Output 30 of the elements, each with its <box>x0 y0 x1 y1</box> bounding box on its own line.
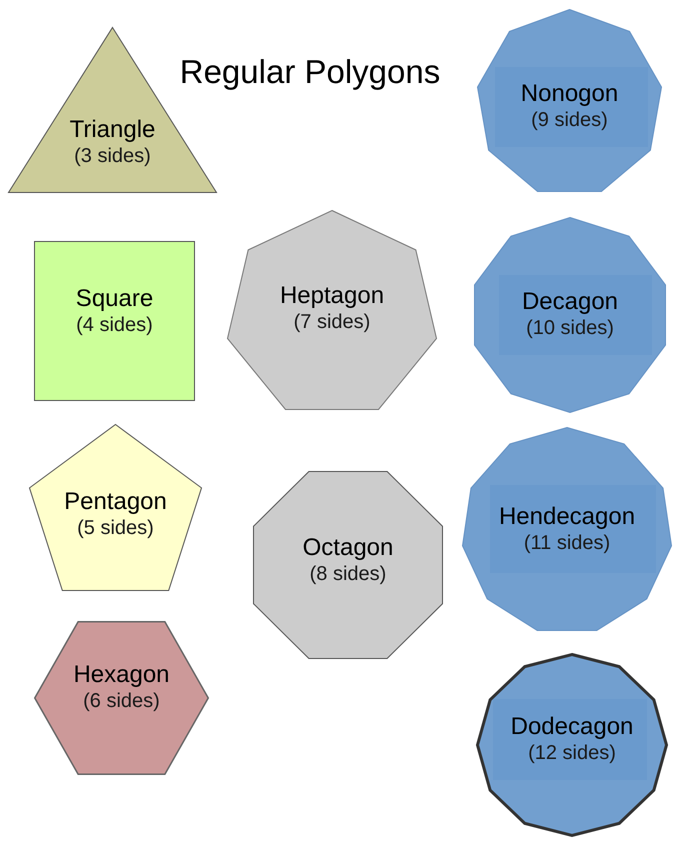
diagram-title: Regular Polygons <box>180 55 440 88</box>
hexagon-shape <box>34 621 209 775</box>
side-count: (8 sides) <box>310 564 386 584</box>
polygon-name: Heptagon <box>280 284 384 308</box>
square-shape <box>34 241 195 401</box>
side-count: (12 sides) <box>528 743 616 763</box>
side-count: (9 sides) <box>531 110 608 130</box>
polygon-name: Nonogon <box>520 82 618 106</box>
side-count: (11 sides) <box>524 533 610 553</box>
side-count: (5 sides) <box>77 518 154 538</box>
side-count: (6 sides) <box>83 691 160 711</box>
side-count: (3 sides) <box>74 146 151 166</box>
decagon-shape <box>474 217 666 413</box>
polygon-name: Dodecagon <box>510 715 634 739</box>
polygon-name: Pentagon <box>64 490 167 514</box>
hendecagon-shape <box>462 427 672 631</box>
pentagon-shape <box>29 424 202 591</box>
polygon-name: Square <box>76 287 154 311</box>
polygon-name: Hendecagon <box>498 505 636 529</box>
polygon-name: Octagon <box>302 536 394 560</box>
side-count: (10 sides) <box>526 318 614 338</box>
octagon-shape <box>253 471 443 659</box>
nonagon-shape <box>477 9 662 192</box>
dodecagon-shape <box>476 653 668 837</box>
polygon-name: Decagon <box>522 290 618 314</box>
side-count: (4 sides) <box>76 315 153 335</box>
polygon-name: Hexagon <box>73 663 170 687</box>
heptagon-shape <box>227 210 437 410</box>
polygon-name: Triangle <box>70 118 156 142</box>
side-count: (7 sides) <box>294 312 370 332</box>
